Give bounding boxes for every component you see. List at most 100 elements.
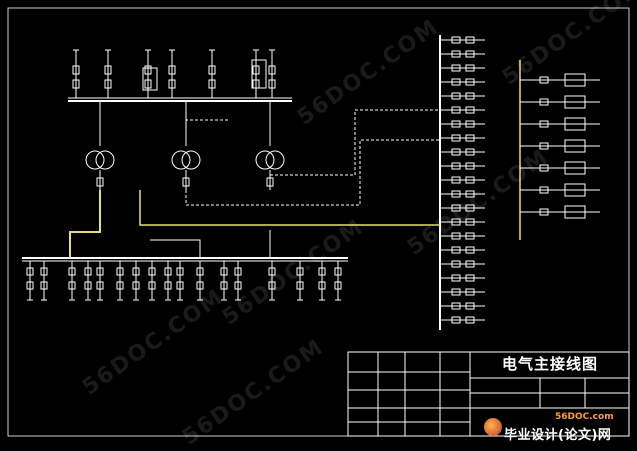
load-box — [564, 183, 586, 197]
disconnector-symbol — [196, 281, 204, 290]
disconnector-symbol — [268, 281, 276, 290]
breaker-symbol — [451, 190, 461, 198]
breaker-symbol — [104, 65, 112, 75]
disconnector-symbol — [96, 281, 104, 290]
breaker-symbol — [268, 65, 276, 75]
breaker-symbol — [252, 65, 260, 75]
breaker-symbol — [68, 267, 76, 276]
breaker-symbol — [451, 64, 461, 72]
disconnector-symbol — [26, 281, 34, 290]
disconnector-symbol — [465, 92, 475, 100]
lower-busbar — [22, 257, 348, 262]
breaker-symbol — [451, 106, 461, 114]
breaker-symbol — [234, 267, 242, 276]
transformer-winding — [171, 150, 191, 170]
breaker-symbol — [539, 142, 549, 150]
transformers — [85, 101, 285, 190]
disconnector-symbol — [465, 204, 475, 212]
disconnector-symbol — [268, 79, 276, 89]
upper-feeders — [72, 49, 276, 98]
interconnect-lines — [69, 109, 440, 258]
disconnector-symbol — [465, 260, 475, 268]
breaker-symbol — [451, 232, 461, 240]
upper-busbar — [68, 97, 292, 102]
breaker-symbol — [451, 302, 461, 310]
breaker-symbol — [96, 177, 104, 187]
breaker-symbol — [182, 177, 190, 187]
breaker-symbol — [208, 65, 216, 75]
disconnector-symbol — [465, 302, 475, 310]
breaker-symbol — [116, 267, 124, 276]
disconnector-symbol — [465, 78, 475, 86]
tie-line — [69, 190, 101, 258]
breaker-symbol — [451, 218, 461, 226]
breaker-symbol — [72, 65, 80, 75]
breaker-symbol — [220, 267, 228, 276]
disconnector-symbol — [144, 79, 152, 89]
dashed-link — [185, 119, 230, 146]
disconnector-symbol — [465, 176, 475, 184]
breaker-symbol — [539, 76, 549, 84]
disconnector-symbol — [148, 281, 156, 290]
disconnector-symbol — [465, 106, 475, 114]
breaker-symbol — [451, 148, 461, 156]
disconnector-symbol — [296, 281, 304, 290]
tie-line — [139, 190, 440, 226]
breaker-symbol — [176, 267, 184, 276]
disconnector-symbol — [465, 246, 475, 254]
transformer-winding — [255, 150, 275, 170]
disconnector-symbol — [465, 274, 475, 282]
disconnector-symbol — [84, 281, 92, 290]
breaker-symbol — [451, 316, 461, 324]
drawing-frame — [7, 7, 630, 437]
transformer-winding — [85, 150, 105, 170]
breaker-symbol — [451, 78, 461, 86]
breaker-symbol — [96, 267, 104, 276]
disconnector-symbol — [208, 79, 216, 89]
disconnector-symbol — [116, 281, 124, 290]
breaker-symbol — [451, 120, 461, 128]
breaker-symbol — [539, 98, 549, 106]
load-box — [564, 73, 586, 87]
dashed-link — [185, 139, 440, 206]
disconnector-symbol — [176, 281, 184, 290]
transformer-winding — [181, 150, 201, 170]
disconnector-symbol — [465, 288, 475, 296]
disconnector-symbol — [465, 64, 475, 72]
load-box — [564, 95, 586, 109]
disconnector-symbol — [168, 79, 176, 89]
breaker-symbol — [196, 267, 204, 276]
breaker-symbol — [451, 274, 461, 282]
logo-url: 56DOC.com — [555, 412, 614, 422]
breaker-symbol — [451, 204, 461, 212]
dashed-link — [269, 109, 440, 190]
load-box — [564, 161, 586, 175]
disconnector-symbol — [220, 281, 228, 290]
breaker-symbol — [539, 186, 549, 194]
breaker-symbol — [451, 36, 461, 44]
breaker-symbol — [318, 267, 326, 276]
breaker-symbol — [451, 246, 461, 254]
disconnector-symbol — [465, 134, 475, 142]
breaker-symbol — [539, 208, 549, 216]
pt-box — [251, 59, 267, 89]
transformer-winding — [95, 150, 115, 170]
disconnector-symbol — [465, 316, 475, 324]
disconnector-symbol — [68, 281, 76, 290]
breaker-symbol — [148, 267, 156, 276]
breaker-symbol — [451, 176, 461, 184]
breaker-symbol — [451, 260, 461, 268]
breaker-symbol — [26, 267, 34, 276]
disconnector-symbol — [72, 79, 80, 89]
disconnector-symbol — [318, 281, 326, 290]
breaker-symbol — [334, 267, 342, 276]
breaker-symbol — [84, 267, 92, 276]
breaker-symbol — [168, 65, 176, 75]
breaker-symbol — [451, 92, 461, 100]
breaker-symbol — [40, 267, 48, 276]
disconnector-symbol — [40, 281, 48, 290]
disconnector-symbol — [465, 50, 475, 58]
breaker-symbol — [451, 162, 461, 170]
logo-text: 毕业设计(论文)网 — [504, 428, 612, 443]
